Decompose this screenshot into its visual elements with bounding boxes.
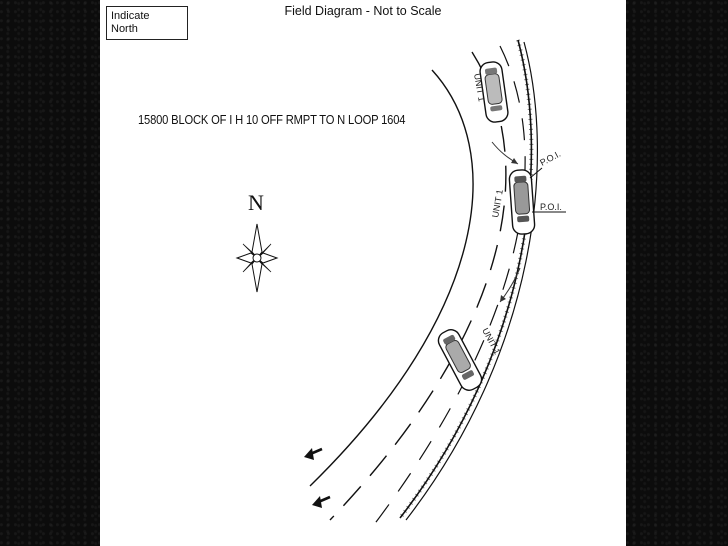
guardrail [398, 39, 534, 520]
sheet-title: Field Diagram - Not to Scale [284, 4, 442, 18]
movement-arrowhead-1 [511, 158, 518, 164]
unit-label-top: UNIT 1 [472, 73, 487, 103]
arrow-left-icon [304, 447, 323, 460]
road-diagram: UNIT 1 UNIT 1 UNIT 1 P.O.I. P.O.I. N [235, 39, 566, 531]
poi-label-1: P.O.I. [538, 149, 562, 168]
road-outer-edge [399, 39, 533, 519]
north-box-line1: Indicate [111, 10, 150, 22]
location-description: 15800 BLOCK OF I H 10 OFF RMPT TO N LOOP… [138, 112, 406, 127]
unit-label-middle: UNIT 1 [490, 189, 505, 219]
poi-leader-1 [529, 167, 543, 179]
lane-line-2 [369, 45, 526, 531]
diagram-sheet: Indicate North Field Diagram - Not to Sc… [100, 0, 626, 546]
road-inner-edge [309, 69, 474, 487]
compass-rose-icon [235, 223, 279, 293]
arrow-left-icon [312, 495, 331, 508]
lane-line-1 [329, 51, 507, 521]
right-background [626, 0, 728, 546]
north-letter: N [248, 190, 264, 215]
movement-arrowhead-2 [500, 295, 506, 302]
road-outer-edge-inner-line [405, 41, 538, 521]
left-background [0, 0, 100, 546]
north-box-line2: North [111, 23, 138, 35]
indicate-north-box: Indicate North [106, 6, 188, 40]
poi-label-2: P.O.I. [540, 202, 562, 212]
vehicle-unit-1-bottom [437, 329, 483, 391]
vehicle-unit-1-top [479, 61, 509, 123]
vehicle-unit-1-middle [508, 169, 536, 235]
